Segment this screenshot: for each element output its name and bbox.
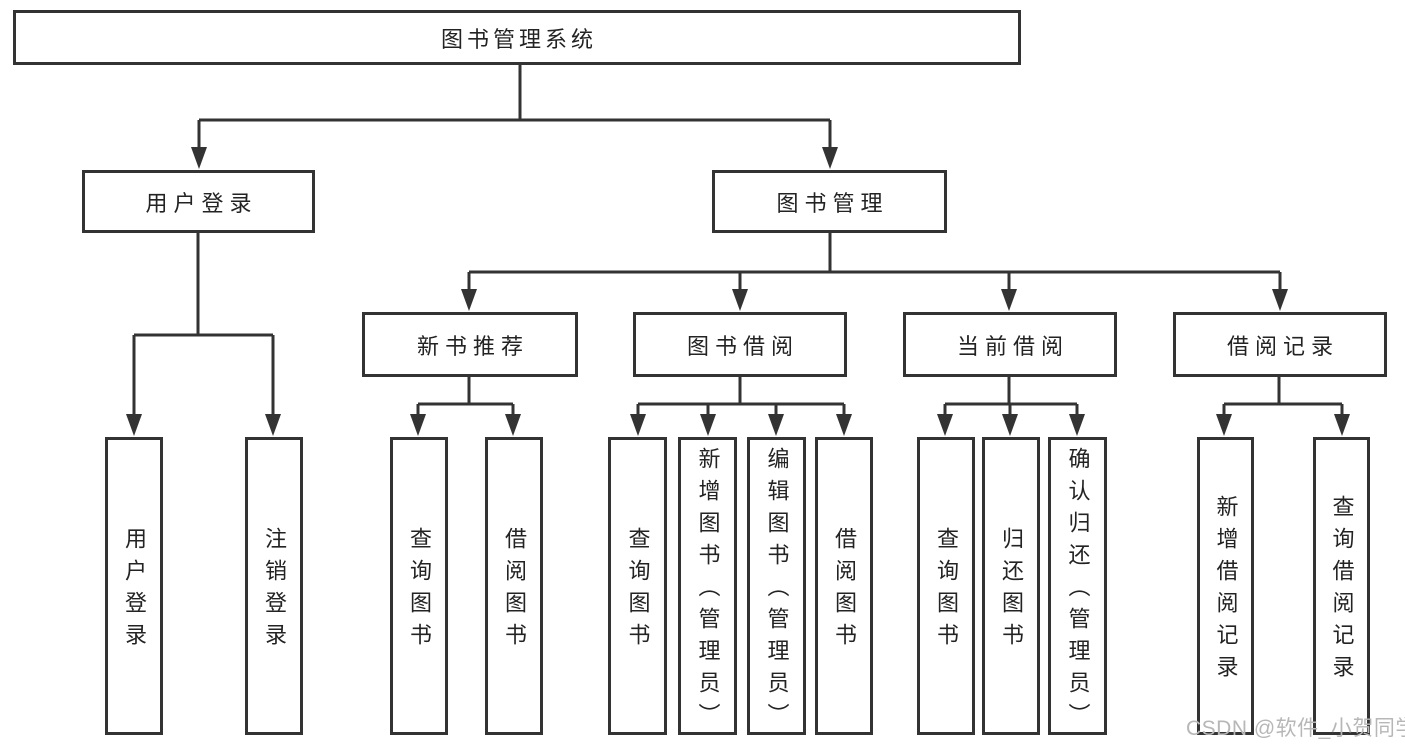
leaf-current-query-books: 查询图书 — [917, 437, 975, 735]
leaf-newrec-borrow-books-label: 借阅图书 — [502, 527, 527, 655]
leaf-logout-label: 注销登录 — [262, 527, 287, 655]
leaf-record-query-borrow-record: 查询借阅记录 — [1313, 437, 1370, 735]
leaf-current-return-books: 归还图书 — [982, 437, 1040, 735]
leaf-current-confirm-return-admin: 确认归还（管理员） — [1048, 437, 1107, 735]
node-borrow-record-label: 借阅记录 — [1226, 333, 1339, 359]
leaf-user-login: 用户登录 — [105, 437, 163, 735]
node-user-login: 用户登录 — [82, 170, 315, 233]
leaf-newrec-query-books-label: 查询图书 — [407, 527, 432, 655]
node-current-borrow-label: 当前借阅 — [956, 333, 1069, 359]
leaf-logout: 注销登录 — [245, 437, 303, 735]
node-current-borrow: 当前借阅 — [903, 312, 1117, 377]
leaf-borrow-query-books: 查询图书 — [608, 437, 667, 735]
csdn-watermark: CSDN @软件_小贺同学 — [1186, 717, 1405, 740]
leaf-current-return-books-label: 归还图书 — [999, 527, 1024, 655]
node-book-borrow: 图书借阅 — [633, 312, 847, 377]
leaf-borrow-borrow-books: 借阅图书 — [815, 437, 873, 735]
node-book-management: 图书管理 — [712, 170, 947, 233]
leaf-borrow-add-books-admin-label: 新增图书（管理员） — [695, 447, 721, 735]
node-book-borrow-label: 图书借阅 — [686, 333, 799, 359]
leaf-newrec-query-books: 查询图书 — [390, 437, 448, 735]
node-root-label: 图书管理系统 — [440, 26, 597, 52]
node-root: 图书管理系统 — [13, 10, 1021, 65]
leaf-borrow-edit-books-admin: 编辑图书（管理员） — [747, 437, 806, 735]
node-new-book-recommend-label: 新书推荐 — [416, 333, 529, 359]
leaf-current-confirm-return-admin-label: 确认归还（管理员） — [1065, 447, 1091, 735]
leaf-borrow-query-books-label: 查询图书 — [625, 527, 651, 655]
leaf-record-add-borrow-record-label: 新增借阅记录 — [1213, 495, 1239, 687]
node-book-management-label: 图书管理 — [776, 190, 889, 216]
node-borrow-record: 借阅记录 — [1173, 312, 1387, 377]
tree-connector-paths — [132, 65, 1344, 417]
node-user-login-label: 用户登录 — [145, 190, 258, 216]
leaf-borrow-add-books-admin: 新增图书（管理员） — [678, 437, 737, 735]
leaf-record-add-borrow-record: 新增借阅记录 — [1197, 437, 1254, 735]
leaf-current-query-books-label: 查询图书 — [934, 527, 959, 655]
leaf-newrec-borrow-books: 借阅图书 — [485, 437, 543, 735]
leaf-record-query-borrow-record-label: 查询借阅记录 — [1329, 495, 1355, 687]
arrowhead-icons — [126, 147, 1350, 436]
node-new-book-recommend: 新书推荐 — [362, 312, 578, 377]
leaf-user-login-label: 用户登录 — [122, 527, 147, 655]
leaf-borrow-edit-books-admin-label: 编辑图书（管理员） — [764, 447, 790, 735]
leaf-borrow-borrow-books-label: 借阅图书 — [832, 527, 857, 655]
